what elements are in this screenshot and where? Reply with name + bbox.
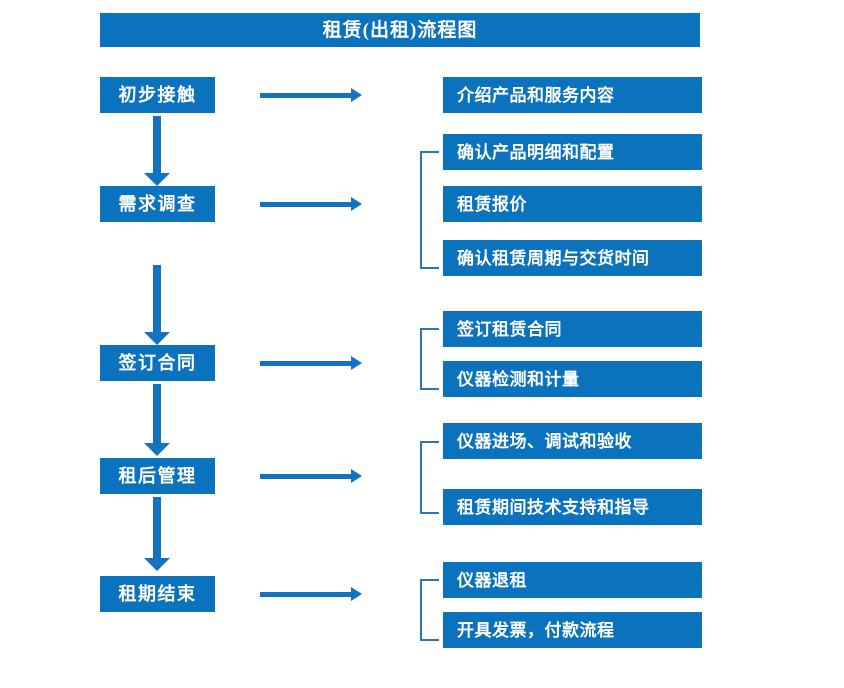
detail-group-bracket-5 bbox=[420, 579, 439, 641]
stage-to-details-arrow-5 bbox=[260, 587, 362, 601]
detail-label-5-2: 开具发票，付款流程 bbox=[457, 620, 615, 640]
detail-group-bracket-4 bbox=[420, 441, 439, 514]
arrow-head-icon bbox=[351, 356, 362, 370]
arrow-head-icon bbox=[351, 88, 362, 102]
detail-box-5-2[interactable]: 开具发票，付款流程 bbox=[443, 612, 702, 648]
detail-label-2-2: 租赁报价 bbox=[457, 194, 527, 214]
stage-box-1[interactable]: 初步接触 bbox=[100, 77, 215, 113]
stage-box-5[interactable]: 租期结束 bbox=[100, 576, 215, 612]
arrow-shaft bbox=[153, 384, 161, 443]
arrow-head-icon bbox=[144, 443, 170, 456]
stage-label-1: 初步接触 bbox=[118, 85, 197, 105]
arrow-shaft bbox=[260, 361, 352, 366]
detail-box-1-1[interactable]: 介绍产品和服务内容 bbox=[443, 77, 702, 113]
chart-title: 租赁(出租)流程图 bbox=[322, 19, 478, 41]
detail-label-2-1: 确认产品明细和配置 bbox=[457, 142, 615, 162]
detail-label-3-1: 签订租赁合同 bbox=[457, 319, 562, 339]
stage-label-4: 租后管理 bbox=[118, 466, 197, 486]
detail-box-4-1[interactable]: 仪器进场、调试和验收 bbox=[443, 423, 702, 459]
stage-label-5: 租期结束 bbox=[118, 584, 197, 604]
arrow-head-icon bbox=[144, 558, 170, 571]
detail-box-5-1[interactable]: 仪器退租 bbox=[443, 562, 702, 598]
arrow-head-icon bbox=[144, 173, 170, 186]
detail-label-5-1: 仪器退租 bbox=[457, 570, 527, 590]
detail-box-4-2[interactable]: 租赁期间技术支持和指导 bbox=[443, 489, 702, 525]
detail-box-3-1[interactable]: 签订租赁合同 bbox=[443, 311, 702, 347]
stage-connector-arrow-2-3 bbox=[144, 265, 170, 345]
arrow-head-icon bbox=[351, 469, 362, 483]
stage-to-details-arrow-3 bbox=[260, 356, 362, 370]
stage-connector-arrow-3-4 bbox=[144, 384, 170, 456]
arrow-shaft bbox=[153, 497, 161, 558]
stage-to-details-arrow-4 bbox=[260, 469, 362, 483]
arrow-shaft bbox=[153, 265, 161, 332]
stage-to-details-arrow-2 bbox=[260, 197, 362, 211]
detail-group-bracket-3 bbox=[420, 328, 439, 390]
arrow-head-icon bbox=[144, 332, 170, 345]
arrow-shaft bbox=[260, 474, 352, 479]
stage-to-details-arrow-1 bbox=[260, 88, 362, 102]
stage-box-4[interactable]: 租后管理 bbox=[100, 458, 215, 494]
arrow-shaft bbox=[260, 202, 352, 207]
chart-title-bar: 租赁(出租)流程图 bbox=[100, 13, 700, 47]
stage-box-2[interactable]: 需求调查 bbox=[100, 186, 215, 222]
arrow-shaft bbox=[260, 592, 352, 597]
arrow-shaft bbox=[153, 116, 161, 173]
detail-label-1-1: 介绍产品和服务内容 bbox=[457, 85, 615, 105]
stage-label-3: 签订合同 bbox=[118, 353, 197, 373]
stage-label-2: 需求调查 bbox=[118, 194, 197, 214]
detail-box-2-2[interactable]: 租赁报价 bbox=[443, 186, 702, 222]
detail-group-bracket-2 bbox=[420, 151, 439, 269]
detail-box-2-1[interactable]: 确认产品明细和配置 bbox=[443, 134, 702, 170]
arrow-shaft bbox=[260, 93, 352, 98]
detail-label-4-1: 仪器进场、调试和验收 bbox=[457, 431, 632, 451]
stage-connector-arrow-4-5 bbox=[144, 497, 170, 571]
arrow-head-icon bbox=[351, 197, 362, 211]
arrow-head-icon bbox=[351, 587, 362, 601]
detail-label-4-2: 租赁期间技术支持和指导 bbox=[457, 497, 650, 517]
stage-box-3[interactable]: 签订合同 bbox=[100, 345, 215, 381]
detail-box-3-2[interactable]: 仪器检测和计量 bbox=[443, 361, 702, 397]
stage-connector-arrow-1-2 bbox=[144, 116, 170, 186]
detail-box-2-3[interactable]: 确认租赁周期与交货时间 bbox=[443, 240, 702, 276]
detail-label-2-3: 确认租赁周期与交货时间 bbox=[457, 248, 650, 268]
detail-label-3-2: 仪器检测和计量 bbox=[457, 369, 580, 389]
